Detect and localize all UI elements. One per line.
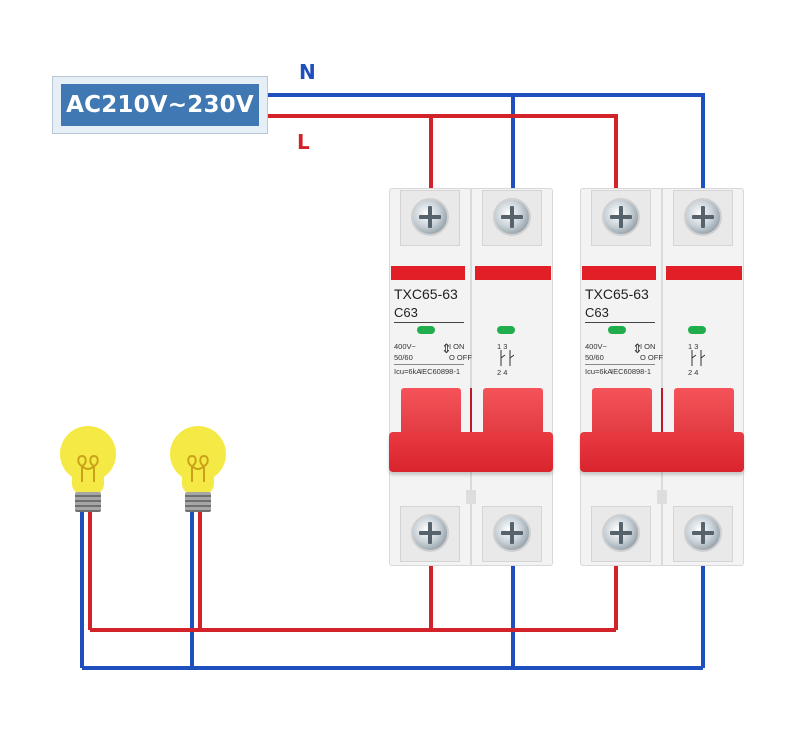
on-off-arrow-icon: ⇕: [441, 341, 452, 356]
terminal-screw-icon: [493, 514, 531, 552]
circuit-symbol-icon: [500, 350, 514, 366]
bulb-base: [75, 492, 101, 512]
breaker-icu: Icu=6kA: [394, 367, 422, 376]
breaker-icu: Icu=6kA: [585, 367, 613, 376]
on-off-arrow-icon: ⇕: [632, 341, 643, 356]
terminal-screw-icon: [602, 198, 640, 236]
breaker-frequency: 50/60: [394, 353, 413, 362]
neutral-label: N: [299, 60, 316, 84]
filament-icon: [77, 454, 99, 482]
status-indicator: [688, 326, 706, 334]
light-bulb-icon: [170, 426, 226, 516]
lever-tie-bar[interactable]: [389, 432, 553, 472]
spec-rule: [585, 364, 655, 365]
terminal-screw-icon: [602, 514, 640, 552]
circuit-breaker-1: TXC65-63 C63 400V~ 50/60 ⇕ I ON O OFF Ic…: [389, 188, 553, 566]
lever-tie-bar[interactable]: [580, 432, 744, 472]
off-label: O OFF: [449, 353, 472, 362]
terminal-numbers-bottom: 2 4: [688, 368, 699, 377]
red-band: [582, 266, 656, 280]
live-wires: [88, 114, 618, 632]
on-label: I ON: [449, 342, 465, 351]
off-label: O OFF: [640, 353, 663, 362]
breaker-voltage: 400V~: [585, 342, 607, 351]
din-rail-clip: [466, 490, 476, 504]
supply-voltage-box: AC210V~230V: [52, 76, 268, 134]
terminal-numbers-top: 1 3: [688, 342, 699, 351]
breaker-standard: IEC60898-1: [420, 367, 461, 376]
din-rail-clip: [657, 490, 667, 504]
pole-divider: [661, 188, 663, 566]
terminal-screw-icon: [411, 198, 449, 236]
on-label: I ON: [640, 342, 656, 351]
bulb-neck: [72, 470, 104, 494]
status-indicator: [497, 326, 515, 334]
red-band: [391, 266, 465, 280]
pole-divider: [470, 188, 472, 566]
terminal-screw-icon: [684, 198, 722, 236]
live-label: L: [297, 130, 310, 154]
circuit-breaker-2: TXC65-63 C63 400V~ 50/60 ⇕ I ON O OFF Ic…: [580, 188, 744, 566]
bulb-neck: [182, 470, 214, 494]
neutral-wire-main: [268, 93, 705, 190]
supply-voltage-label: AC210V~230V: [61, 84, 259, 126]
status-indicator: [417, 326, 435, 334]
breaker-rating: C63: [585, 305, 609, 320]
breaker-frequency: 50/60: [585, 353, 604, 362]
circuit-symbol-icon: [691, 350, 705, 366]
terminal-screw-icon: [684, 514, 722, 552]
lever-gap: [470, 388, 472, 470]
breaker-standard: IEC60898-1: [611, 367, 652, 376]
breaker-voltage: 400V~: [394, 342, 416, 351]
filament-icon: [187, 454, 209, 482]
live-wire-main: [268, 114, 618, 190]
terminal-numbers-top: 1 3: [497, 342, 508, 351]
status-indicator: [608, 326, 626, 334]
neutral-wires: [80, 93, 705, 670]
breaker-rating: C63: [394, 305, 418, 320]
red-band: [666, 266, 742, 280]
label-rule: [394, 322, 464, 323]
breaker-model: TXC65-63: [585, 286, 649, 302]
terminal-numbers-bottom: 2 4: [497, 368, 508, 377]
terminal-screw-icon: [493, 198, 531, 236]
bulb-base: [185, 492, 211, 512]
lever-gap: [661, 388, 663, 470]
red-band: [475, 266, 551, 280]
spec-rule: [394, 364, 464, 365]
breaker-model: TXC65-63: [394, 286, 458, 302]
light-bulb-icon: [60, 426, 116, 516]
terminal-screw-icon: [411, 514, 449, 552]
label-rule: [585, 322, 655, 323]
